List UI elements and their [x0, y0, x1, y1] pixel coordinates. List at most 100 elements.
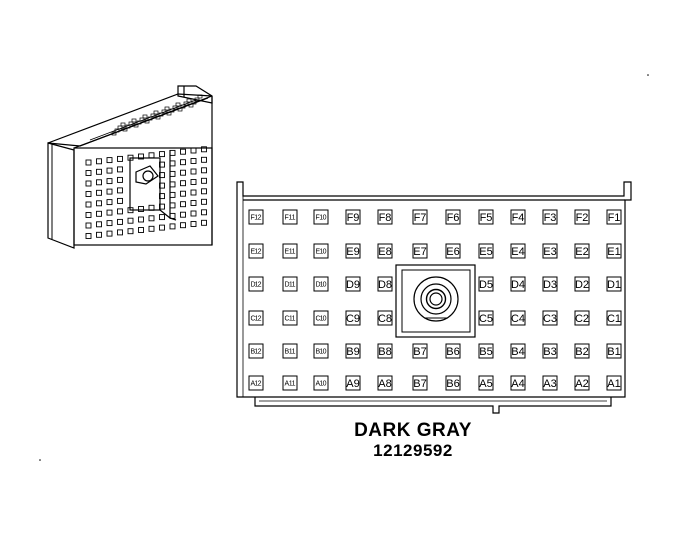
iso-top-cavity	[147, 116, 153, 121]
pin-label: B12	[251, 349, 262, 356]
pin-label: B9	[346, 346, 359, 358]
pin-cavity	[606, 310, 622, 326]
pin-label: C4	[511, 313, 525, 325]
pin-cavity	[478, 375, 494, 391]
iso-cavity	[159, 203, 165, 210]
iso-cavity	[85, 201, 92, 208]
iso-top-cavity	[120, 122, 126, 127]
iso-cavity	[117, 155, 123, 162]
pin-cavity	[412, 243, 428, 259]
pin-label: B1	[607, 346, 620, 358]
pin-label: F7	[414, 212, 427, 224]
iso-top-cavity	[133, 123, 139, 128]
iso-top-cavity	[161, 109, 167, 114]
pin-label: D4	[511, 279, 525, 291]
pin-label: E7	[413, 246, 426, 258]
iso-cavity	[190, 147, 197, 154]
iso-cavity	[180, 201, 186, 208]
pin-cavity	[542, 243, 558, 259]
iso-cavity	[127, 154, 134, 161]
connector-part-number: 12129592	[373, 441, 453, 460]
pin-label: A3	[543, 378, 556, 390]
iso-cavity	[169, 181, 176, 188]
pin-label: B6	[446, 378, 459, 390]
pin-cavity	[510, 310, 526, 326]
iso-top-cavity	[128, 121, 134, 126]
pin-cavity	[313, 276, 329, 292]
iso-cavity	[106, 167, 113, 174]
pin-cavity	[377, 343, 393, 359]
pin-cavity	[248, 343, 264, 359]
iso-cavity	[96, 210, 102, 217]
pin-label: E3	[543, 246, 556, 258]
pin-cavity	[345, 375, 361, 391]
pin-label: A8	[378, 378, 391, 390]
iso-top-cavity	[177, 107, 183, 112]
pin-label: A10	[316, 381, 327, 388]
iso-top-cavity	[166, 111, 172, 116]
iso-top-cavity	[136, 120, 142, 125]
iso-cavity	[180, 159, 186, 166]
iso-cavity	[148, 225, 155, 232]
pin-cavity	[510, 209, 526, 225]
pin-label: F10	[316, 215, 327, 222]
pin-label: F5	[480, 212, 493, 224]
iso-top-cavity	[153, 110, 159, 115]
iso-cavity	[117, 166, 123, 173]
pin-cavity	[445, 243, 461, 259]
pin-label: C8	[378, 313, 392, 325]
pin-cavity	[606, 243, 622, 259]
pin-cavity	[445, 375, 461, 391]
pin-label: A9	[346, 378, 359, 390]
iso-cavity	[138, 153, 144, 160]
iso-cavity	[169, 149, 176, 156]
pin-cavity	[377, 375, 393, 391]
pin-label: A12	[251, 381, 262, 388]
iso-top-cavity	[131, 118, 137, 123]
housing-outline	[236, 181, 632, 398]
iso-top-cavity	[188, 103, 194, 108]
iso-left-end	[47, 142, 75, 249]
center-lock-outer	[395, 264, 476, 338]
iso-cavity	[96, 158, 102, 165]
pin-label: B7	[413, 378, 426, 390]
pin-cavity	[248, 276, 264, 292]
iso-top-cavity	[164, 106, 170, 111]
pin-cavity	[248, 209, 264, 225]
pin-cavity	[542, 375, 558, 391]
iso-cavity	[117, 218, 123, 225]
iso-cavity	[117, 229, 123, 236]
iso-top-cavity	[175, 102, 181, 107]
iso-cavity	[106, 178, 113, 185]
iso-cavity	[190, 158, 197, 164]
iso-cavity	[117, 176, 123, 183]
pin-cavity	[574, 209, 590, 225]
pin-cavity	[510, 276, 526, 292]
iso-cavity	[85, 222, 92, 229]
iso-cavity	[85, 212, 92, 218]
iso-cavity	[159, 214, 165, 221]
iso-top-cavity	[194, 97, 200, 102]
iso-cavity	[106, 209, 113, 216]
pin-cavity	[248, 375, 264, 391]
pin-cavity	[377, 310, 393, 326]
pin-cavity	[606, 276, 622, 292]
pin-cavity	[542, 209, 558, 225]
pin-label: B4	[511, 346, 524, 358]
iso-top-cavity	[169, 108, 175, 113]
iso-cavity-grid	[85, 94, 207, 239]
pin-cavity	[282, 375, 298, 391]
iso-cavity	[106, 220, 113, 227]
iso-cavity	[85, 191, 92, 197]
pin-label: C1	[607, 313, 621, 325]
iso-cavity	[180, 190, 186, 197]
iso-cavity	[159, 151, 165, 158]
pin-label: E12	[251, 249, 262, 256]
pin-label: F3	[544, 212, 557, 224]
pin-label: E8	[378, 246, 391, 258]
pin-label: B7	[413, 346, 426, 358]
pin-label: A1	[607, 378, 620, 390]
iso-cavity	[180, 211, 186, 218]
